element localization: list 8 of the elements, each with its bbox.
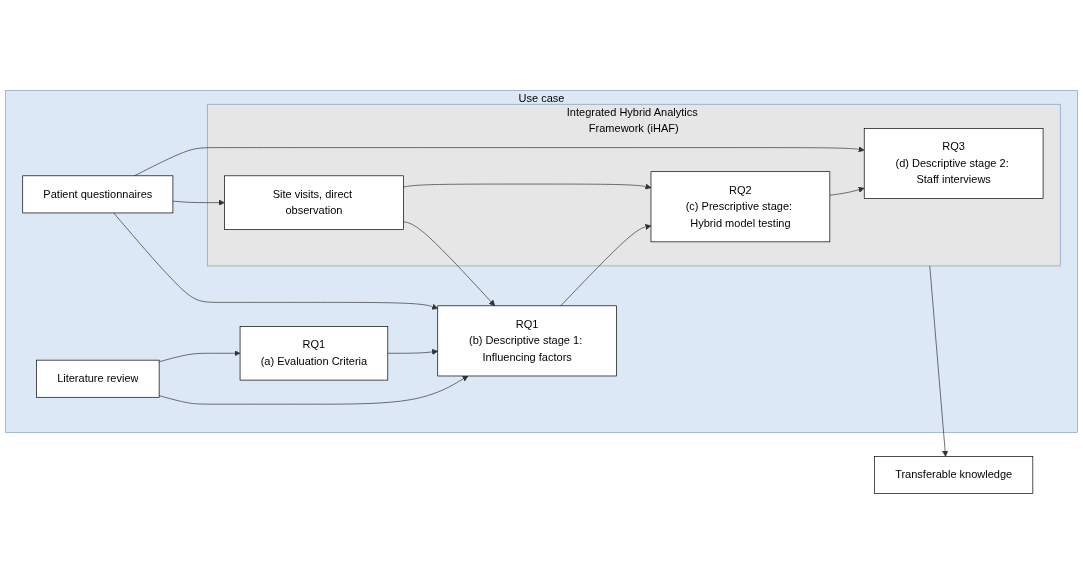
node-box: RQ2 (c) Prescriptive stage: Hybrid model testing bbox=[650, 171, 831, 243]
node-box: RQ1 (b) Descriptive stage 1: Influencing factors bbox=[437, 305, 617, 377]
node-box: Site visits, direct observation bbox=[224, 175, 404, 230]
node-box: Literature review bbox=[36, 359, 160, 398]
node-box: Patient questionnaires bbox=[22, 175, 174, 214]
node-box: RQ1 (a) Evaluation Criteria bbox=[239, 326, 389, 381]
node-box: Transferable knowledge bbox=[874, 456, 1034, 494]
node-box: RQ3 (d) Descriptive stage 2: Staff interviews bbox=[863, 127, 1044, 199]
